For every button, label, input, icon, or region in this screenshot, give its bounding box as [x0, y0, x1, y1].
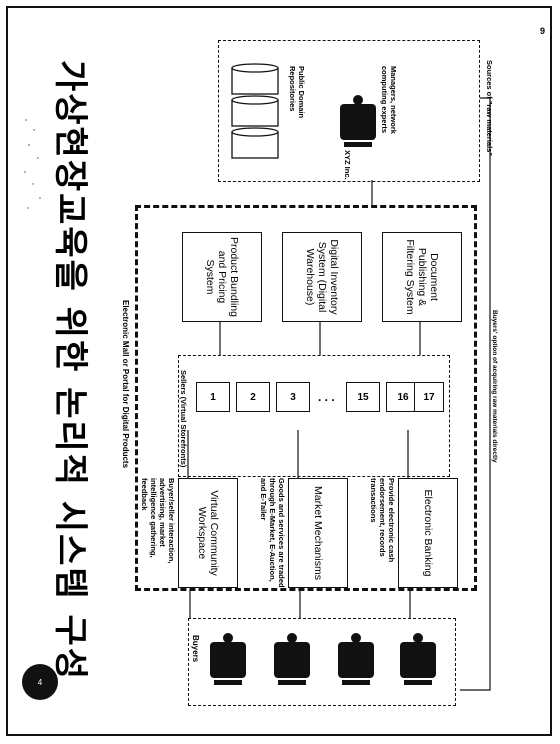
sellers-label: Sellers (Virtual Storefronts)	[179, 370, 188, 467]
seller-box: 17	[414, 382, 444, 412]
virtual-community-caption: Buyer/seller interaction, advertising, m…	[140, 478, 176, 588]
document-publishing-box: Document Publishing & Filtering System	[382, 232, 462, 322]
digital-inventory-title: Digital Inventory System (Digital Wareho…	[304, 236, 340, 318]
seller-box: 3	[276, 382, 310, 412]
product-bundling-box: Product Bundling and Pricing System	[182, 232, 262, 322]
market-mechanisms-title: Market Mechanisms	[312, 486, 324, 580]
document-publishing-title: Document Publishing & Filtering System	[404, 236, 440, 318]
seller-box: 15	[346, 382, 380, 412]
electronic-banking-caption: Provide electronic cash endorsement, rec…	[369, 478, 396, 588]
virtual-community-box: Virtual Community Workspace	[178, 478, 238, 588]
electronic-banking-box: Electronic Banking	[398, 478, 458, 588]
sources-label: Sources of "raw materials"	[485, 60, 494, 156]
digital-inventory-box: Digital Inventory System (Digital Wareho…	[282, 232, 362, 322]
xyz-inc-label: XYZ Inc.	[343, 150, 352, 180]
experts-label: Managers, network computing experts	[380, 66, 398, 146]
sellers-box	[178, 355, 450, 477]
seller-box: 1	[196, 382, 230, 412]
product-bundling-title: Product Bundling and Pricing System	[204, 236, 240, 318]
buyers-option-label: Buyers' option of acquiring raw material…	[490, 310, 498, 463]
market-mechanisms-caption: Goods and services are traded through E-…	[259, 478, 286, 588]
database-cylinders-icon	[226, 60, 286, 170]
sellers-ellipsis: . . .	[318, 390, 335, 404]
seller-box: 2	[236, 382, 270, 412]
electronic-banking-title: Electronic Banking	[422, 490, 434, 577]
market-mechanisms-box: Market Mechanisms	[288, 478, 348, 588]
virtual-community-title: Virtual Community Workspace	[196, 482, 220, 584]
public-domain-label: Public Domain Repositories	[288, 66, 306, 136]
